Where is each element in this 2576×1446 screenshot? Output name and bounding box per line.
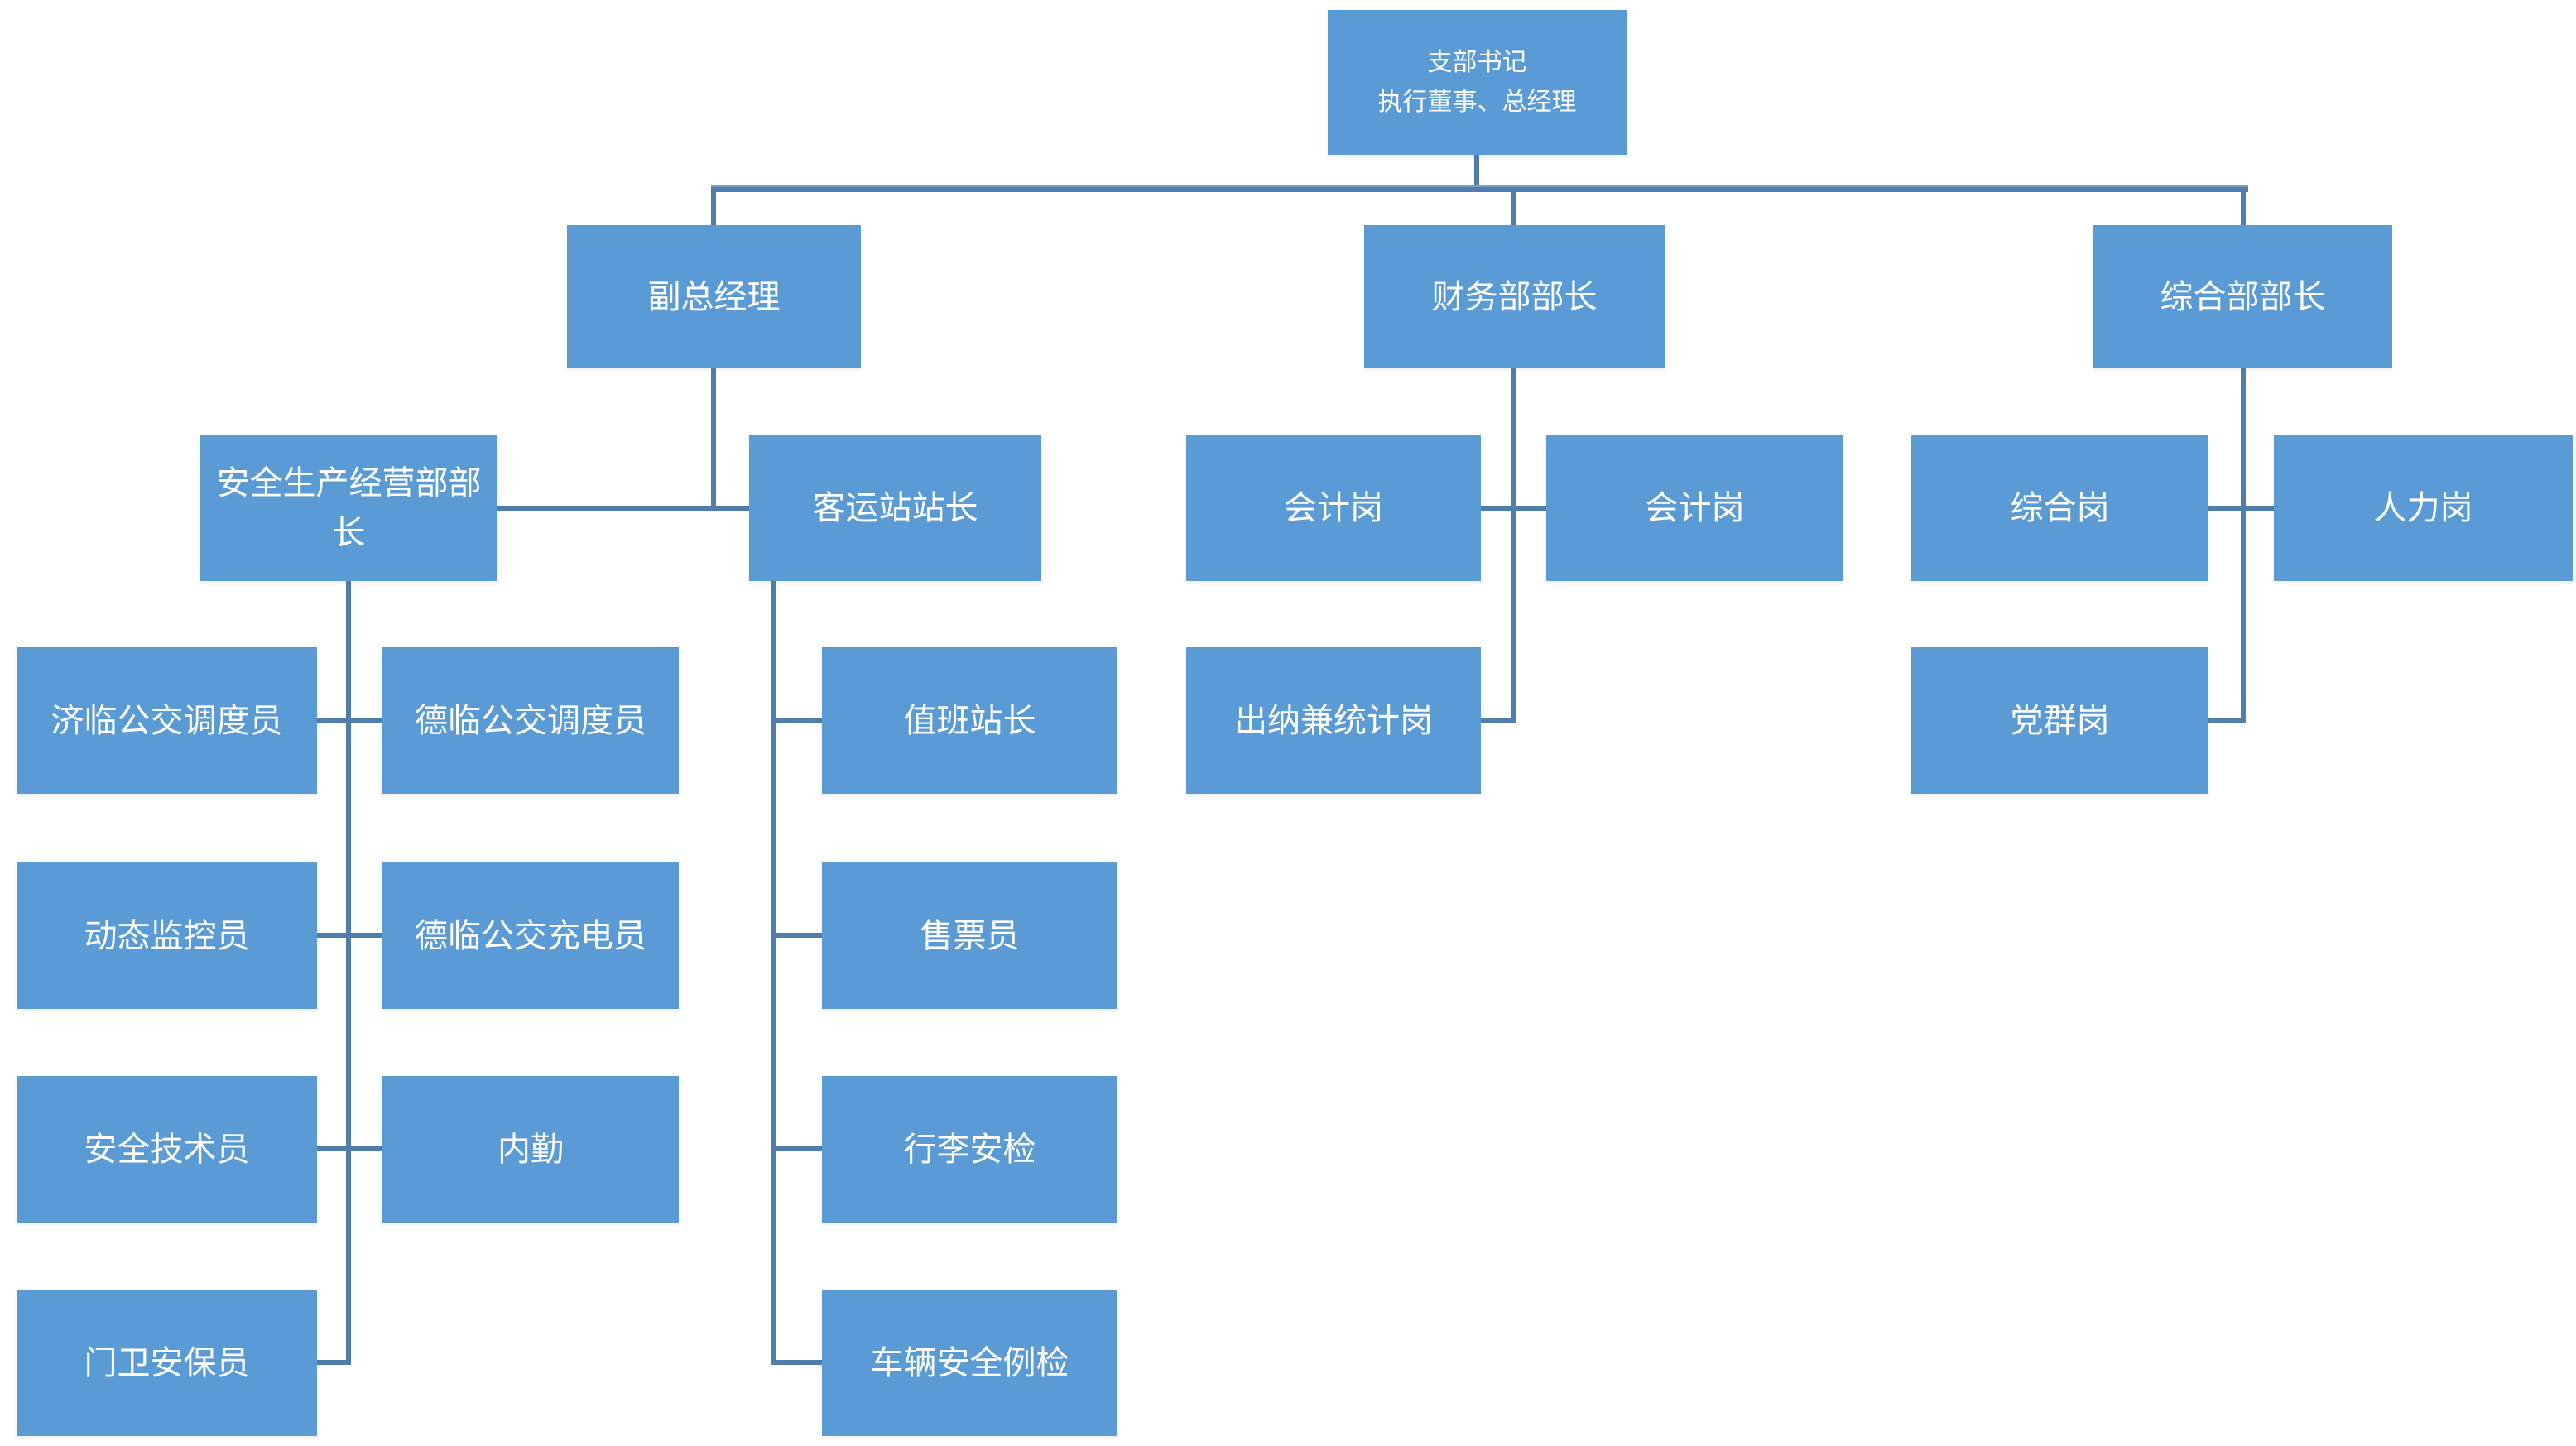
connector-drop-general-head [2241,190,2246,225]
org-node-delin-dispatcher-label: 德临公交调度员 [415,702,646,739]
connector-level1-bus [711,185,2248,192]
connector-stub-hr-post [2246,506,2274,511]
connector-general-spine [2241,368,2246,723]
connector-stub-accountant-1 [1481,506,1511,511]
org-node-delin-dispatcher: 德临公交调度员 [382,647,679,794]
org-node-accountant-2-label: 会计岗 [1645,490,1745,526]
org-node-safety-ops-head-label: 安全生产经营部部长 [216,465,482,551]
org-node-finance-head: 财务部部长 [1364,225,1665,368]
org-node-safety-ops-head: 安全生产经营部部长 [200,435,497,581]
connector-stub-cashier-statistics [1481,718,1511,723]
connector-drop-deputy-gm [711,190,716,225]
org-node-office-clerk: 内勤 [382,1076,679,1223]
org-node-general-head-label: 综合部部长 [2160,278,2326,315]
org-node-jilin-dispatcher: 济临公交调度员 [17,647,317,794]
branch-secretary-line2: 执行董事、总经理 [1377,88,1577,116]
connector-stub-general-post [2208,506,2241,511]
connector-stub-baggage-security [776,1146,822,1151]
connector-stub-ticket-seller [776,933,822,938]
org-node-station-master: 客运站站长 [749,435,1041,581]
org-node-cashier-statistics: 出纳兼统计岗 [1186,647,1481,794]
org-node-station-master-label: 客运站站长 [812,490,978,526]
org-node-finance-head-label: 财务部部长 [1431,278,1598,315]
org-node-ticket-seller-label: 售票员 [920,917,1020,954]
org-node-baggage-security: 行李安检 [822,1076,1117,1223]
org-node-cashier-statistics-label: 出纳兼统计岗 [1234,702,1433,739]
org-node-delin-charger: 德临公交充电员 [382,862,679,1009]
connector-stub-gate-guard [317,1360,346,1365]
org-node-delin-charger-label: 德临公交充电员 [415,917,646,954]
org-node-general-post: 综合岗 [1911,435,2208,581]
org-node-dynamic-monitor: 动态监控员 [17,862,317,1009]
org-node-accountant-1-label: 会计岗 [1284,490,1383,526]
org-node-dynamic-monitor-label: 动态监控员 [84,917,250,954]
org-node-safety-technician-label: 安全技术员 [84,1131,250,1168]
connector-stub-delin-charger [351,933,382,938]
org-node-branch-secretary-label: 支部书记 执行董事、总经理 [1367,43,1588,123]
connector-stub-party-group-post [2208,718,2241,723]
connector-deputy-gm-down [711,368,716,511]
org-node-duty-station-master-label: 值班站长 [903,702,1036,739]
connector-stub-office-clerk [351,1146,382,1151]
org-node-vehicle-safety-inspection-label: 车辆安全例检 [870,1344,1069,1381]
connector-stub-dynamic-monitor [317,933,346,938]
org-node-general-head: 综合部部长 [2093,225,2392,368]
org-node-deputy-gm-label: 副总经理 [647,278,781,315]
connector-drop-finance-head [1511,190,1516,225]
connector-stub-jilin-dispatcher [317,718,346,723]
org-node-office-clerk-label: 内勤 [497,1131,564,1168]
connector-stub-safety-technician [317,1146,346,1151]
org-node-gate-guard-label: 门卫安保员 [84,1344,250,1381]
org-node-accountant-2: 会计岗 [1546,435,1843,581]
org-node-party-group-post: 党群岗 [1911,647,2208,794]
org-node-deputy-gm: 副总经理 [567,225,861,368]
connector-stub-duty-station-master [776,718,822,723]
org-node-general-post-label: 综合岗 [2010,490,2110,526]
connector-finance-spine [1511,368,1516,723]
org-node-gate-guard: 门卫安保员 [17,1290,317,1436]
connector-safety-ops-spine [346,581,351,1365]
branch-secretary-line1: 支部书记 [1427,48,1527,76]
org-node-duty-station-master: 值班站长 [822,647,1117,794]
connector-station-master-spine [771,581,776,1365]
org-node-party-group-post-label: 党群岗 [2010,702,2110,739]
org-node-vehicle-safety-inspection: 车辆安全例检 [822,1290,1117,1436]
connector-root-drop [1474,155,1479,191]
org-node-baggage-security-label: 行李安检 [903,1131,1036,1168]
connector-stub-delin-dispatcher [351,718,382,723]
org-node-hr-post-label: 人力岗 [2373,490,2473,526]
org-node-ticket-seller: 售票员 [822,862,1117,1009]
org-node-accountant-1: 会计岗 [1186,435,1481,581]
connector-stub-vehicle-safety-inspection [776,1360,822,1365]
org-node-hr-post: 人力岗 [2274,435,2573,581]
org-node-safety-technician: 安全技术员 [17,1076,317,1223]
connector-deputy-gm-tee [497,506,749,511]
org-node-jilin-dispatcher-label: 济临公交调度员 [50,702,283,739]
org-node-branch-secretary: 支部书记 执行董事、总经理 [1328,10,1627,155]
connector-stub-accountant-2 [1516,506,1546,511]
